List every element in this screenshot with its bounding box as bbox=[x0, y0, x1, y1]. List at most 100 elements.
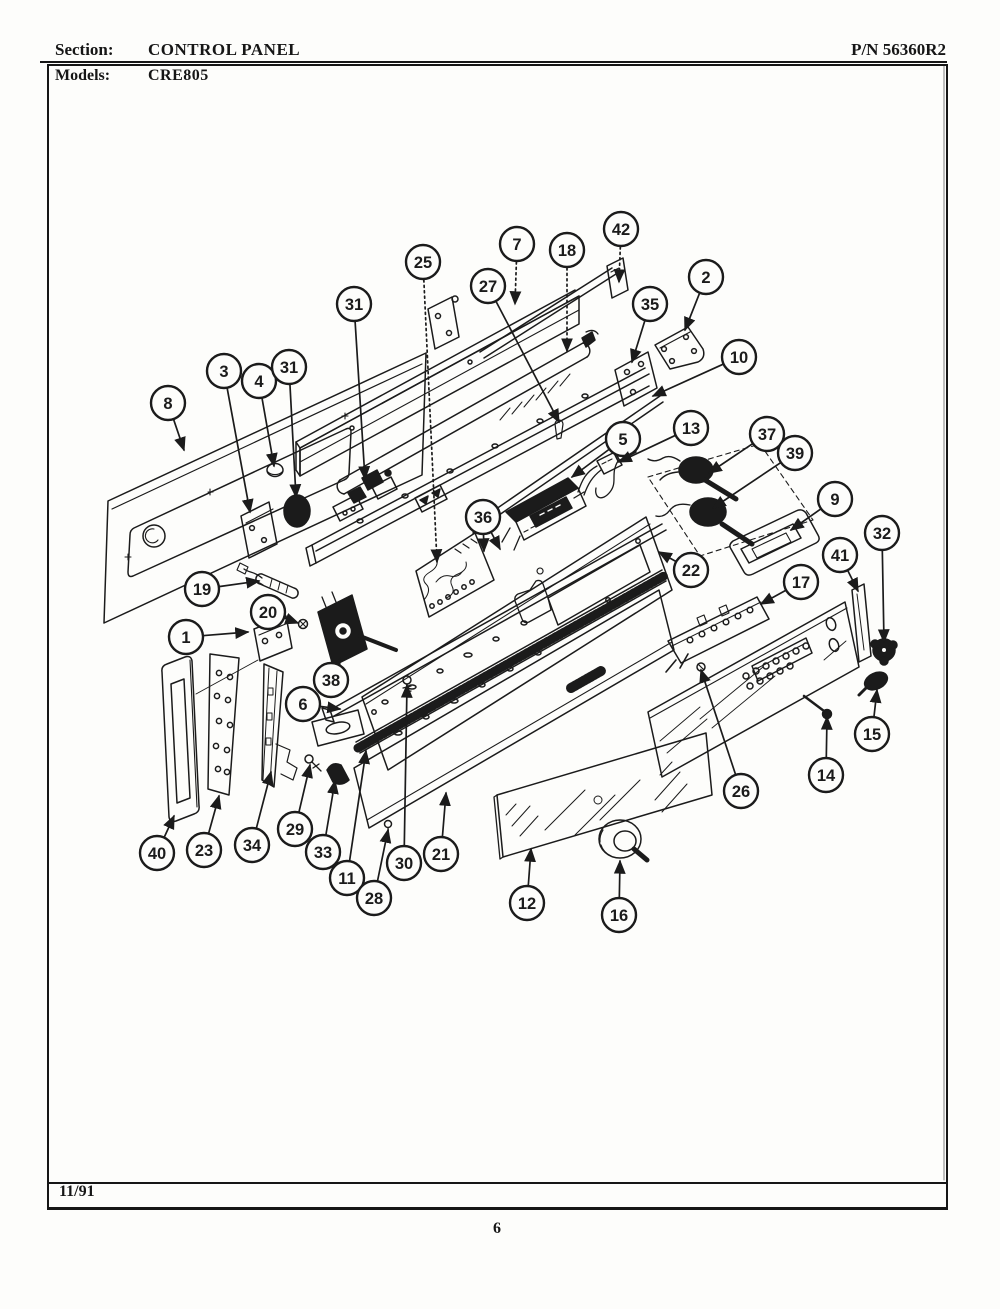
part-terminal-block bbox=[665, 596, 770, 673]
models-label: Models: bbox=[55, 67, 111, 84]
part-control-knob bbox=[598, 819, 650, 863]
svg-text:35: 35 bbox=[641, 296, 659, 314]
callout-37: 37 bbox=[707, 415, 786, 474]
svg-text:9: 9 bbox=[830, 491, 839, 509]
header: Section: CONTROL PANEL P/N 56360R2 bbox=[0, 40, 1000, 62]
part-push-cap bbox=[266, 462, 284, 478]
part-spacer-strip bbox=[851, 583, 872, 663]
diagram-border bbox=[47, 64, 948, 1184]
callout-38: 38 bbox=[312, 657, 350, 699]
callout-4: 4 bbox=[240, 362, 278, 468]
part-mounting-bracket bbox=[654, 326, 705, 370]
svg-text:29: 29 bbox=[286, 821, 304, 839]
svg-text:7: 7 bbox=[512, 236, 521, 254]
callout-34: 34 bbox=[233, 770, 274, 864]
part-hinge-plate bbox=[427, 295, 460, 350]
callout-7: 7 bbox=[498, 225, 536, 306]
svg-text:15: 15 bbox=[863, 726, 881, 744]
callout-21: 21 bbox=[422, 791, 460, 873]
svg-text:19: 19 bbox=[193, 581, 211, 599]
part-display-bezel bbox=[729, 509, 820, 576]
callout-11: 11 bbox=[328, 749, 370, 897]
callout-12: 12 bbox=[508, 847, 546, 922]
svg-text:16: 16 bbox=[610, 907, 628, 925]
callout-18: 18 bbox=[548, 231, 586, 353]
header-rule bbox=[40, 61, 947, 63]
svg-text:6: 6 bbox=[298, 696, 307, 714]
svg-text:23: 23 bbox=[195, 842, 213, 860]
svg-text:11: 11 bbox=[338, 870, 355, 888]
callout-36: 36 bbox=[464, 498, 502, 553]
svg-text:40: 40 bbox=[148, 845, 166, 863]
svg-text:22: 22 bbox=[682, 562, 700, 580]
callout-27: 27 bbox=[469, 267, 560, 424]
section-label: Section: bbox=[55, 40, 114, 59]
callout-22: 22 bbox=[657, 551, 710, 589]
part-corner-bracket bbox=[240, 501, 278, 559]
part-lamp-tube bbox=[336, 329, 599, 495]
page-number: 6 bbox=[493, 1220, 501, 1237]
part-top-channel bbox=[295, 289, 580, 477]
svg-text:26: 26 bbox=[732, 783, 750, 801]
callout-20: 20 bbox=[249, 593, 300, 631]
callout-28: 28 bbox=[355, 828, 393, 917]
callout-6: 6 bbox=[284, 685, 342, 723]
svg-text:5: 5 bbox=[618, 431, 627, 449]
svg-text:4: 4 bbox=[254, 373, 264, 391]
svg-text:18: 18 bbox=[558, 242, 576, 260]
callout-14: 14 bbox=[807, 715, 845, 794]
svg-text:3: 3 bbox=[219, 363, 228, 381]
callout-35: 35 bbox=[630, 285, 669, 364]
part-glass-panel bbox=[493, 732, 713, 860]
callout-13: 13 bbox=[617, 409, 710, 463]
part-end-trim bbox=[161, 655, 200, 823]
part-clock-timer bbox=[501, 477, 587, 551]
callout-19: 19 bbox=[183, 570, 261, 608]
callout-23: 23 bbox=[185, 794, 223, 869]
callout-10: 10 bbox=[651, 338, 758, 397]
callout-1: 1 bbox=[167, 618, 250, 656]
callout-2: 2 bbox=[684, 258, 725, 332]
callout-15: 15 bbox=[853, 688, 891, 753]
svg-text:14: 14 bbox=[817, 767, 836, 785]
callout-3: 3 bbox=[205, 352, 254, 514]
callout-29: 29 bbox=[276, 763, 314, 848]
part-panel-body bbox=[361, 516, 673, 771]
part-circuit-board bbox=[415, 532, 495, 618]
svg-text:38: 38 bbox=[322, 672, 340, 690]
svg-text:42: 42 bbox=[612, 221, 630, 239]
svg-text:21: 21 bbox=[432, 846, 450, 864]
svg-text:31: 31 bbox=[280, 359, 298, 377]
callout-30: 30 bbox=[385, 683, 423, 882]
models-value: CRE805 bbox=[148, 67, 209, 84]
part-mounting-plate bbox=[207, 653, 240, 796]
callout-17: 17 bbox=[759, 563, 820, 605]
part-knob-black bbox=[283, 494, 311, 528]
callouts-layer: 1234567891011121314151617181920212223252… bbox=[138, 210, 901, 934]
part-end-cap bbox=[857, 671, 889, 697]
callout-25: 25 bbox=[404, 243, 443, 564]
part-striped-trim bbox=[353, 569, 669, 754]
part-number: P/N 56360R2 bbox=[851, 40, 946, 59]
part-wire-harness bbox=[577, 439, 637, 499]
svg-text:12: 12 bbox=[518, 895, 536, 913]
svg-text:30: 30 bbox=[395, 855, 413, 873]
svg-text:25: 25 bbox=[414, 254, 432, 272]
svg-text:31: 31 bbox=[345, 296, 363, 314]
svg-text:20: 20 bbox=[259, 604, 277, 622]
callout-41: 41 bbox=[821, 536, 859, 593]
callout-31: 31 bbox=[270, 348, 308, 499]
svg-text:8: 8 bbox=[163, 395, 172, 413]
callout-42: 42 bbox=[602, 210, 640, 284]
models-row: Models: CRE805 bbox=[47, 64, 946, 88]
part-screw-14 bbox=[802, 694, 833, 720]
section-title: CONTROL PANEL bbox=[148, 40, 301, 59]
part-top-rail bbox=[479, 257, 629, 359]
svg-text:37: 37 bbox=[758, 426, 776, 444]
svg-text:34: 34 bbox=[243, 837, 262, 855]
svg-text:1: 1 bbox=[181, 629, 190, 647]
svg-text:28: 28 bbox=[365, 890, 383, 908]
callout-16: 16 bbox=[600, 859, 638, 934]
